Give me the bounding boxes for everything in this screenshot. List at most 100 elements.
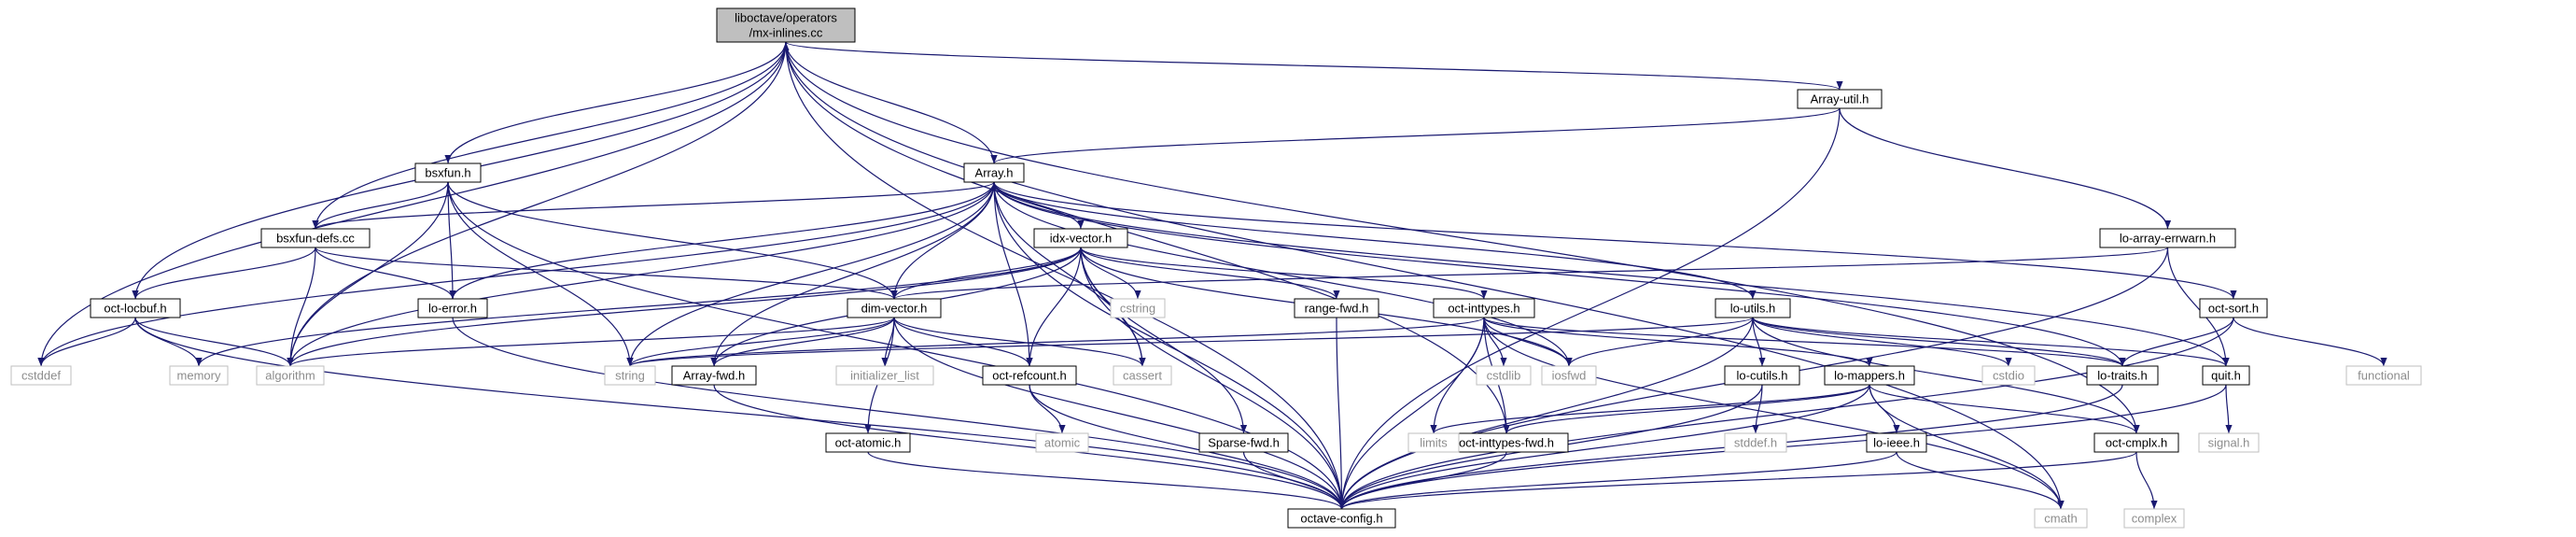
node-label-lo-utils: lo-utils.h: [1730, 302, 1775, 316]
node-label-oct-cmplx: oct-cmplx.h: [2106, 436, 2167, 450]
node-oct-refcount[interactable]: oct-refcount.h: [982, 365, 1077, 386]
node-label-cstddef: cstddef: [21, 369, 61, 383]
edge-idx-vector-to-dim-vector: [890, 247, 1082, 300]
dependency-edges: [37, 41, 2387, 510]
node-algorithm: algorithm: [256, 365, 325, 386]
edge-array-to-string: [626, 181, 995, 367]
node-label-stddef-h: stddef.h: [1734, 436, 1777, 450]
node-box-array-fwd: [671, 365, 757, 386]
dependency-nodes: liboctave/operators/mx-inlines.ccArray-u…: [10, 7, 2422, 529]
edge-range-fwd-to-octave-config: [1336, 317, 1346, 510]
node-box-cstddef: [10, 365, 72, 386]
edge-array-to-array-fwd: [710, 181, 995, 367]
edge-root-to-bsxfun: [444, 41, 787, 164]
node-box-array: [963, 163, 1025, 183]
node-bsxfun[interactable]: bsxfun.h: [414, 163, 482, 183]
edge-lo-ieee-to-octave-config: [1338, 451, 1897, 510]
edge-lo-utils-to-lo-cutils: [1752, 317, 1766, 367]
node-box-string: [604, 365, 656, 386]
edge-root-to-array: [785, 41, 998, 164]
edge-array-to-oct-refcount: [993, 181, 1033, 367]
node-label-oct-locbuf: oct-locbuf.h: [104, 302, 166, 316]
node-oct-atomic[interactable]: oct-atomic.h: [825, 432, 911, 453]
node-label-array-fwd: Array-fwd.h: [683, 369, 745, 383]
edge-oct-atomic-to-octave-config: [867, 451, 1345, 510]
node-box-functional: [2345, 365, 2422, 386]
node-box-quit: [2202, 365, 2250, 386]
edge-array-util-to-lo-array-errwarn: [1839, 107, 2172, 230]
node-label-functional: functional: [2358, 369, 2410, 383]
node-lo-error[interactable]: lo-error.h: [417, 298, 488, 318]
edge-dim-vector-to-string: [626, 317, 895, 367]
edge-bsxfun-defs-to-dim-vector: [315, 247, 898, 300]
edge-root-to-array-util: [785, 41, 1843, 91]
edge-lo-utils-to-lo-traits: [1752, 317, 2126, 367]
node-box-bsxfun-defs: [260, 228, 371, 248]
node-label-initializer-list: initializer_list: [850, 369, 919, 383]
node-box-oct-locbuf: [90, 298, 181, 318]
edge-root-to-algorithm: [287, 41, 787, 367]
node-cstdio: cstdio: [1981, 365, 2036, 386]
node-oct-cmplx[interactable]: oct-cmplx.h: [2093, 432, 2179, 453]
edge-array-to-cstddef: [37, 181, 995, 367]
node-box-cstdlib: [1476, 365, 1532, 386]
node-cstring: cstring: [1110, 298, 1166, 318]
node-box-lo-utils: [1715, 298, 1791, 318]
node-lo-array-errwarn[interactable]: lo-array-errwarn.h: [2099, 228, 2236, 248]
edge-oct-cmplx-to-complex: [2135, 451, 2158, 510]
node-label-oct-inttypes-fwd: oct-inttypes-fwd.h: [1459, 436, 1554, 450]
node-box-lo-cutils: [1724, 365, 1800, 386]
node-atomic: atomic: [1035, 432, 1089, 453]
node-range-fwd[interactable]: range-fwd.h: [1294, 298, 1379, 318]
node-root[interactable]: liboctave/operators/mx-inlines.cc: [716, 7, 856, 43]
edge-lo-cutils-to-stddef-h: [1752, 384, 1763, 434]
edge-idx-vector-to-oct-refcount: [1026, 247, 1082, 367]
node-box-cstdio: [1981, 365, 2036, 386]
edge-lo-utils-to-iosfwd: [1565, 317, 1754, 367]
node-lo-traits[interactable]: lo-traits.h: [2086, 365, 2159, 386]
node-lo-cutils[interactable]: lo-cutils.h: [1724, 365, 1800, 386]
edge-bsxfun-to-dim-vector: [447, 181, 898, 300]
node-idx-vector[interactable]: idx-vector.h: [1033, 228, 1128, 248]
edge-dim-vector-to-array-fwd: [710, 317, 895, 367]
edge-idx-vector-to-octave-config: [1080, 247, 1346, 510]
node-quit[interactable]: quit.h: [2202, 365, 2250, 386]
node-label-lo-mappers: lo-mappers.h: [1834, 369, 1905, 383]
node-label-sparse-fwd: Sparse-fwd.h: [1208, 436, 1280, 450]
edge-lo-utils-to-oct-cmplx: [1752, 317, 2140, 434]
edge-lo-utils-to-cstdio: [1752, 317, 2012, 367]
node-oct-sort[interactable]: oct-sort.h: [2199, 298, 2268, 318]
node-label-lo-ieee: lo-ieee.h: [1873, 436, 1920, 450]
node-oct-locbuf[interactable]: oct-locbuf.h: [90, 298, 181, 318]
node-array-util[interactable]: Array-util.h: [1797, 89, 1883, 109]
node-signal-h: signal.h: [2198, 432, 2260, 453]
node-lo-mappers[interactable]: lo-mappers.h: [1824, 365, 1915, 386]
node-functional: functional: [2345, 365, 2422, 386]
node-oct-inttypes[interactable]: oct-inttypes.h: [1433, 298, 1535, 318]
node-dim-vector[interactable]: dim-vector.h: [847, 298, 942, 318]
edge-root-to-oct-cmplx: [785, 41, 2140, 434]
edge-lo-mappers-to-oct-inttypes-fwd: [1503, 384, 1870, 434]
node-box-algorithm: [256, 365, 325, 386]
edge-bsxfun-defs-to-oct-locbuf: [132, 247, 316, 300]
node-array[interactable]: Array.h: [963, 163, 1025, 183]
edge-bsxfun-to-algorithm: [287, 181, 449, 367]
node-array-fwd[interactable]: Array-fwd.h: [671, 365, 757, 386]
edge-idx-vector-to-sparse-fwd: [1080, 247, 1248, 434]
edge-oct-cmplx-to-octave-config: [1338, 451, 2137, 510]
edge-lo-mappers-to-octave-config: [1337, 384, 1870, 510]
node-octave-config[interactable]: octave-config.h: [1287, 508, 1396, 529]
node-sparse-fwd[interactable]: Sparse-fwd.h: [1198, 432, 1289, 453]
node-oct-inttypes-fwd[interactable]: oct-inttypes-fwd.h: [1444, 432, 1569, 453]
edge-root-to-octave-config: [785, 41, 1346, 510]
node-lo-utils[interactable]: lo-utils.h: [1715, 298, 1791, 318]
edge-array-to-octave-config: [993, 181, 1346, 510]
node-bsxfun-defs[interactable]: bsxfun-defs.cc: [260, 228, 371, 248]
node-label-quit: quit.h: [2211, 369, 2241, 383]
node-label-bsxfun-defs: bsxfun-defs.cc: [276, 232, 355, 246]
edge-bsxfun-to-lo-error: [447, 181, 456, 300]
node-lo-ieee[interactable]: lo-ieee.h: [1866, 432, 1927, 453]
edge-array-to-iosfwd: [993, 181, 1573, 367]
edge-lo-mappers-to-cmath: [1869, 384, 2065, 510]
node-box-limits: [1407, 432, 1460, 453]
